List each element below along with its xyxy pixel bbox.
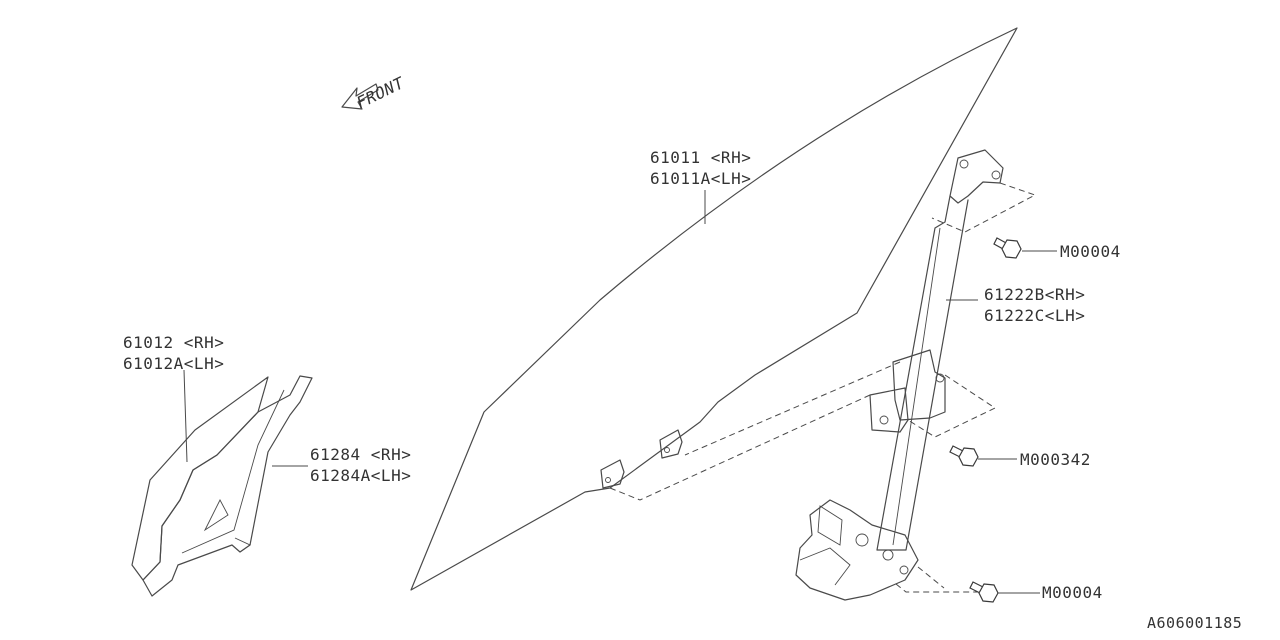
door-glass bbox=[410, 27, 1018, 591]
label-regulator-lh: 61222C<LH> bbox=[984, 306, 1085, 325]
regulator-carrier-upper bbox=[892, 349, 946, 421]
sash-outline bbox=[142, 375, 313, 597]
label-sash-rh: 61284 <RH> bbox=[310, 445, 411, 464]
door-glass-outline bbox=[410, 27, 1018, 591]
diagram-id: A606001185 bbox=[1147, 614, 1242, 632]
leader-lines bbox=[183, 190, 1057, 594]
label-regulator-rh: 61222B<RH> bbox=[984, 285, 1085, 304]
regulator-carrier-lower bbox=[869, 387, 909, 433]
window-sash bbox=[142, 375, 313, 597]
quarter-glass-outline bbox=[131, 376, 269, 581]
label-sash-lh: 61284A<LH> bbox=[310, 466, 411, 485]
label-quarter-glass-rh: 61012 <RH> bbox=[123, 333, 224, 352]
bolt-bottom bbox=[969, 581, 999, 603]
regulator-top-bracket bbox=[949, 149, 1004, 204]
label-bolt-bottom: M00004 bbox=[1042, 583, 1103, 602]
regulator-motor bbox=[795, 499, 919, 601]
label-quarter-glass-lh: 61012A<LH> bbox=[123, 354, 224, 373]
front-label: FRONT bbox=[355, 72, 405, 113]
glass-bracket-right bbox=[659, 429, 683, 459]
quarter-glass bbox=[131, 376, 269, 581]
front-arrow-icon bbox=[341, 83, 379, 110]
front-arrow: FRONT bbox=[341, 72, 405, 113]
label-bolt-top: M00004 bbox=[1060, 242, 1121, 261]
glass-bracket-left bbox=[600, 459, 625, 489]
bolt-mid bbox=[949, 445, 979, 467]
label-bolt-mid: M000342 bbox=[1020, 450, 1091, 469]
reference-lines bbox=[609, 182, 1037, 593]
regulator-rail bbox=[876, 195, 969, 551]
window-regulator bbox=[795, 149, 1004, 601]
label-glass-lh: 61011A<LH> bbox=[650, 169, 751, 188]
label-glass-rh: 61011 <RH> bbox=[650, 148, 751, 167]
bolt-top bbox=[993, 237, 1022, 259]
